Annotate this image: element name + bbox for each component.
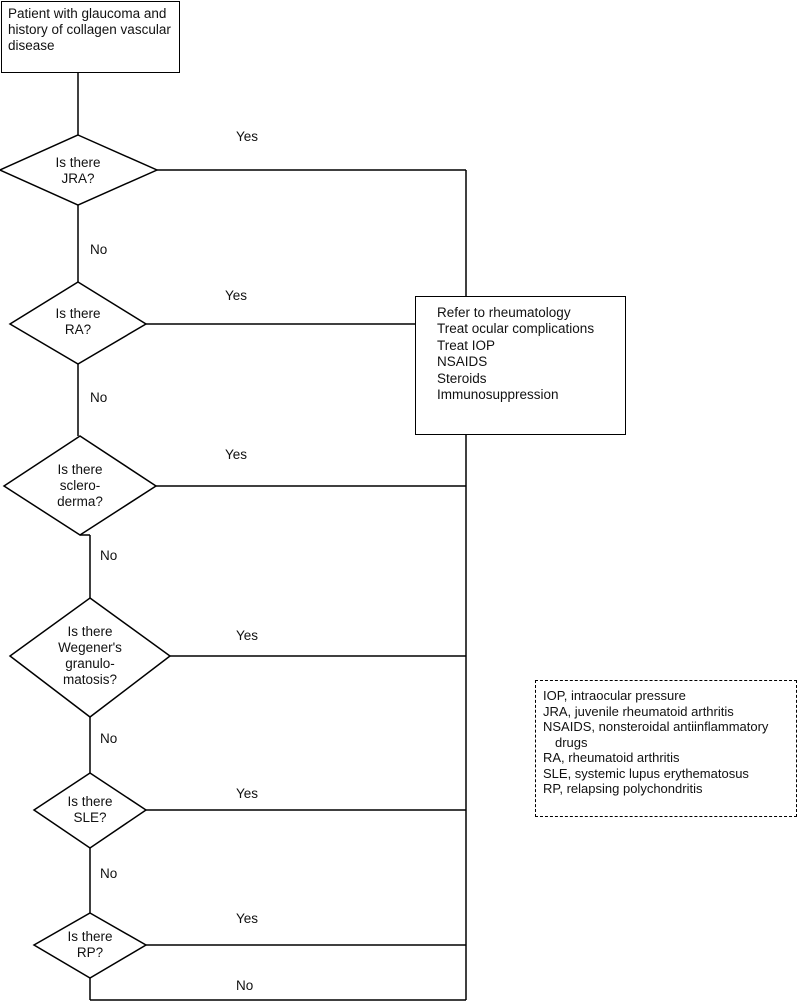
- treatment-line: Treat ocular complications: [437, 321, 595, 337]
- no-label-wegeners: No: [100, 731, 118, 746]
- question-wegeners-text: Is there Wegener's granulo- matosis?: [58, 624, 122, 688]
- yes-label-sle: Yes: [236, 786, 259, 801]
- treatment-line: Immunosuppression: [437, 387, 559, 403]
- treatment-line: Steroids: [437, 370, 487, 386]
- no-label-ra: No: [90, 390, 108, 405]
- legend-item: JRA, juvenile rheumatoid arthritis: [543, 703, 734, 719]
- legend-item: IOP, intraocular pressure: [543, 688, 686, 703]
- yes-label-scleroderma: Yes: [225, 447, 248, 462]
- yes-label-rp: Yes: [236, 911, 259, 926]
- start-line: disease: [8, 38, 55, 53]
- start-node: Patient with glaucoma and history of col…: [1, 1, 180, 73]
- start-line: history of collagen vascular: [8, 22, 171, 37]
- question-scleroderma-text: Is there sclero- derma?: [57, 462, 103, 510]
- legend-item: SLE, systemic lupus erythematosus: [543, 765, 749, 781]
- question-line: Is there: [57, 462, 103, 477]
- question-line: JRA?: [61, 171, 95, 186]
- yes-label-ra: Yes: [225, 288, 248, 303]
- question-line: SLE?: [73, 810, 107, 825]
- decision-diamond-scleroderma: [2, 435, 158, 536]
- question-line: Is there: [55, 306, 101, 321]
- no-label-jra: No: [90, 242, 108, 257]
- question-line: derma?: [57, 494, 103, 509]
- yes-label-wegeners: Yes: [236, 628, 259, 643]
- question-line: sclero-: [59, 478, 101, 493]
- decision-diamond-jra: [0, 134, 159, 206]
- no-label-scleroderma: No: [100, 548, 118, 563]
- question-line: Is there: [67, 794, 113, 809]
- question-sle-text: Is there SLE?: [67, 794, 112, 826]
- question-line: Is there: [67, 624, 113, 639]
- no-label-rp: No: [236, 978, 254, 993]
- decision-diamond-ra: [8, 281, 148, 365]
- legend-item: RA, rheumatoid arthritis: [543, 750, 680, 765]
- legend-item: NSAIDS, nonsteroidal antiinflammatory dr…: [543, 719, 769, 750]
- question-line: RP?: [76, 945, 104, 960]
- treatment-line: Refer to rheumatology: [437, 305, 571, 320]
- question-line: Is there: [55, 155, 101, 170]
- legend-item: RP, relapsing polychondritis: [543, 781, 703, 796]
- question-line: matosis?: [62, 672, 118, 687]
- question-line: Is there: [67, 929, 113, 944]
- yes-label-jra: Yes: [236, 129, 259, 144]
- question-jra-text: Is there JRA?: [55, 155, 100, 187]
- question-line: granulo-: [65, 656, 115, 671]
- question-line: Wegener's: [58, 640, 122, 655]
- treatment-line: Treat IOP: [437, 337, 496, 353]
- decision-diamond-rp: [32, 912, 148, 979]
- question-line: RA?: [64, 322, 92, 337]
- decision-diamond-sle: [32, 772, 148, 849]
- treatment-node: Refer to rheumatology Treat ocular compl…: [415, 296, 626, 435]
- no-label-sle: No: [100, 866, 118, 881]
- question-rp-text: Is there RP?: [67, 929, 112, 961]
- start-line: Patient with glaucoma and: [8, 6, 167, 21]
- abbreviation-legend: IOP, intraocular pressure JRA, juvenile …: [535, 680, 797, 817]
- treatment-line: NSAIDS: [437, 354, 488, 370]
- question-ra-text: Is there RA?: [55, 306, 100, 338]
- decision-diamond-wegeners: [8, 597, 172, 718]
